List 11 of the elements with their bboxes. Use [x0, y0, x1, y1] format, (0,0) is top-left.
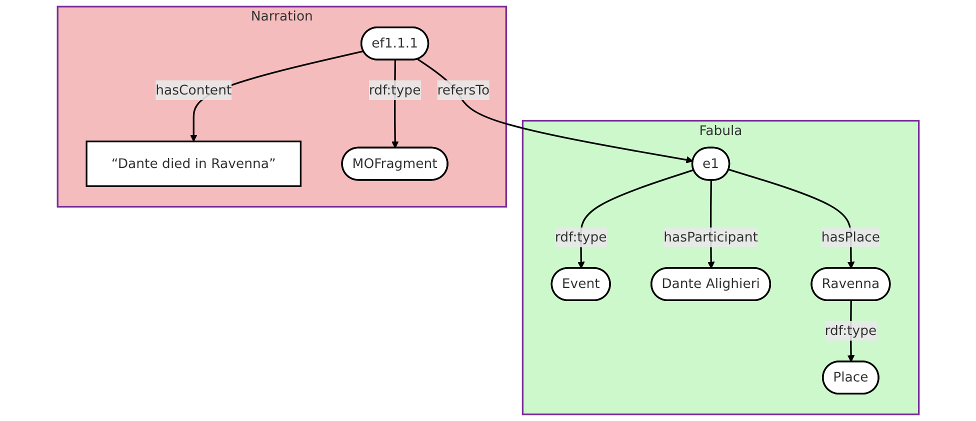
edge-label: hasContent — [155, 82, 232, 98]
arrow — [577, 169, 694, 269]
arrow — [417, 58, 694, 164]
edge-label: rdf:type — [554, 229, 607, 245]
edge-label: rdf:type — [368, 82, 420, 98]
edge-label: rdf:type — [824, 322, 876, 338]
arrow — [728, 168, 854, 269]
edge-label: refersTo — [437, 82, 490, 98]
edge-label: hasPlace — [821, 229, 880, 245]
node-box: “Dante died in Ravenna” — [86, 140, 302, 187]
edge-label: hasParticipant — [663, 229, 758, 245]
